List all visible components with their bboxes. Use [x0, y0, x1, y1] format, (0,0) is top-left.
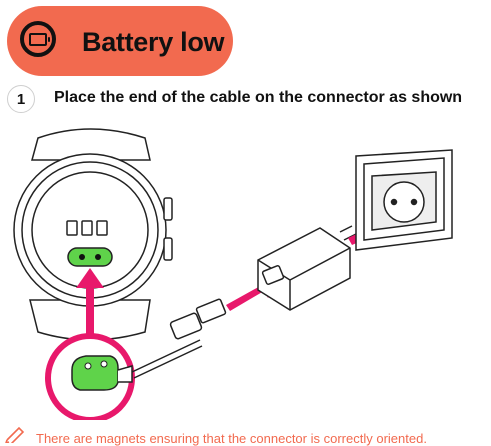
magnetic-connector-zoom	[45, 333, 135, 420]
page-title: Battery low	[82, 27, 225, 57]
watch-charging-port	[67, 247, 113, 267]
magnet-note: There are magnets ensuring that the conn…	[36, 431, 427, 446]
pencil-note-icon	[5, 426, 25, 443]
power-adapter	[257, 225, 357, 311]
connect-arrow	[76, 268, 104, 357]
wall-socket	[355, 149, 453, 251]
step-instruction: Place the end of the cable on the connec…	[54, 89, 463, 106]
step-number: 1	[7, 85, 35, 113]
charging-illustration	[13, 128, 453, 420]
battery-low-icon	[20, 21, 56, 57]
usb-cable	[131, 298, 227, 379]
battery-low-banner: Battery low	[7, 6, 233, 76]
watch-illustration	[13, 128, 173, 341]
